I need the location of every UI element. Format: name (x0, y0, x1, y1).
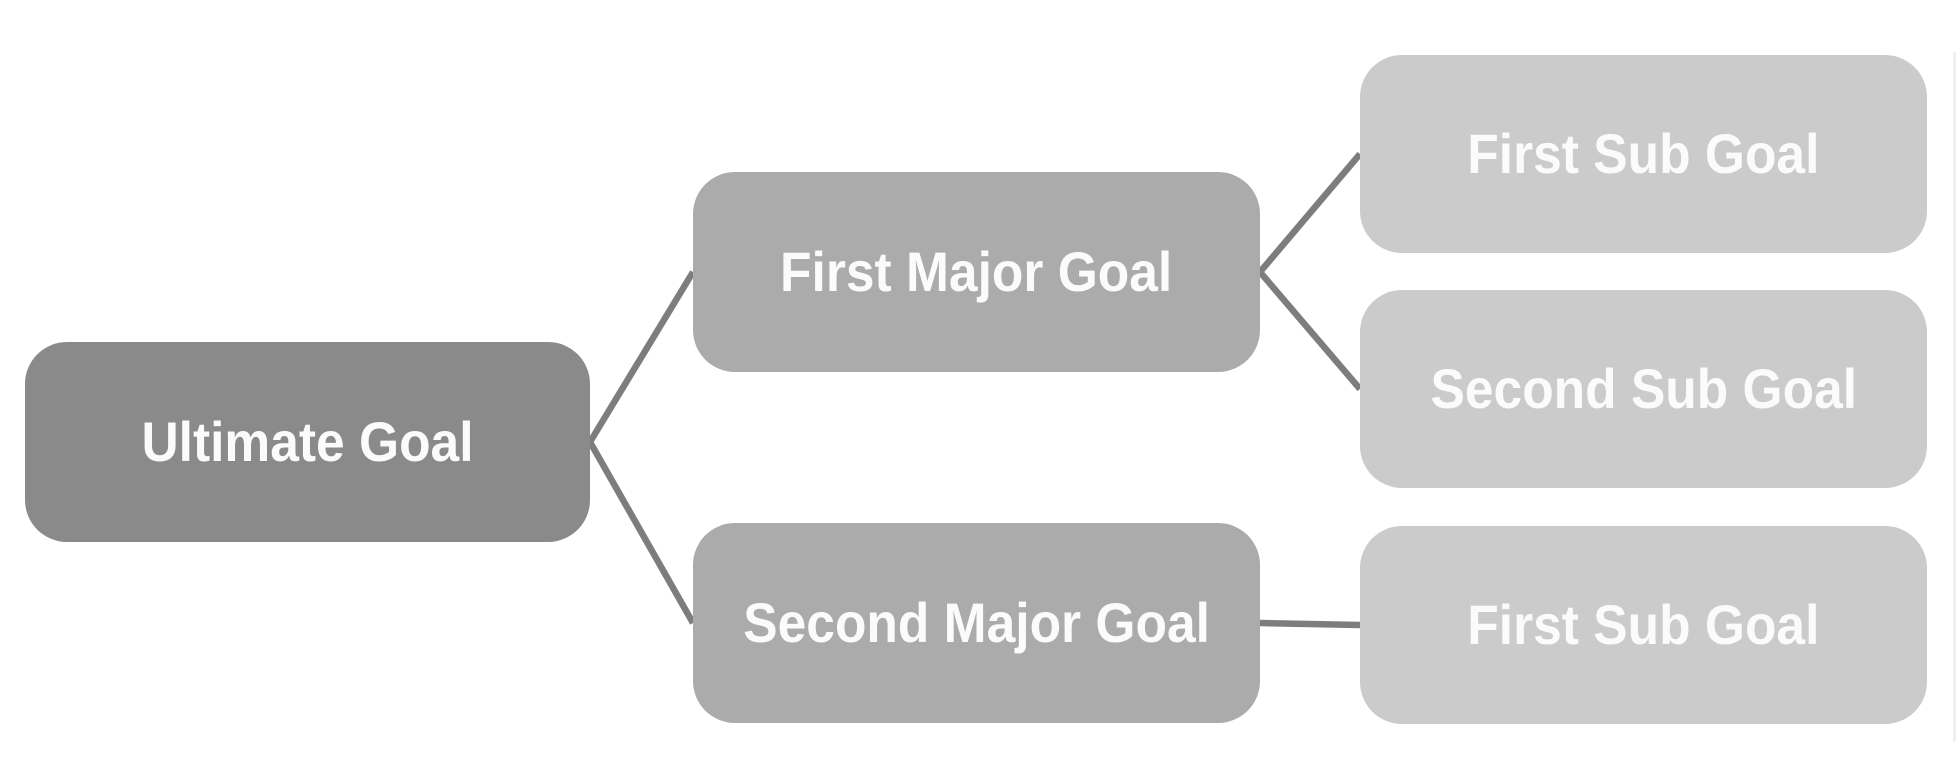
connector-root-to-major2 (587, 440, 696, 625)
node-second-major-goal-label: Second Major Goal (743, 591, 1210, 654)
node-first-sub-goal-of-second-major-label: First Sub Goal (1467, 593, 1820, 656)
connector-root-to-major1 (587, 270, 696, 444)
connector-major2-to-sub3 (1259, 619, 1361, 629)
node-first-sub-goal-label: First Sub Goal (1467, 122, 1820, 185)
connector-major1-to-sub2 (1257, 269, 1363, 392)
node-ultimate-goal[interactable]: Ultimate Goal (25, 342, 590, 542)
node-second-sub-goal-of-first-major[interactable]: Second Sub Goal (1360, 290, 1927, 488)
node-first-sub-goal-of-first-major[interactable]: First Sub Goal (1360, 55, 1927, 253)
connector-major1-to-sub1 (1257, 151, 1363, 275)
node-second-sub-goal-label: Second Sub Goal (1430, 357, 1857, 420)
node-second-major-goal[interactable]: Second Major Goal (693, 523, 1260, 723)
right-edge-divider (1953, 52, 1956, 742)
node-first-sub-goal-of-second-major[interactable]: First Sub Goal (1360, 526, 1927, 724)
node-first-major-goal-label: First Major Goal (780, 240, 1173, 303)
node-first-major-goal[interactable]: First Major Goal (693, 172, 1260, 372)
node-ultimate-goal-label: Ultimate Goal (141, 410, 474, 473)
